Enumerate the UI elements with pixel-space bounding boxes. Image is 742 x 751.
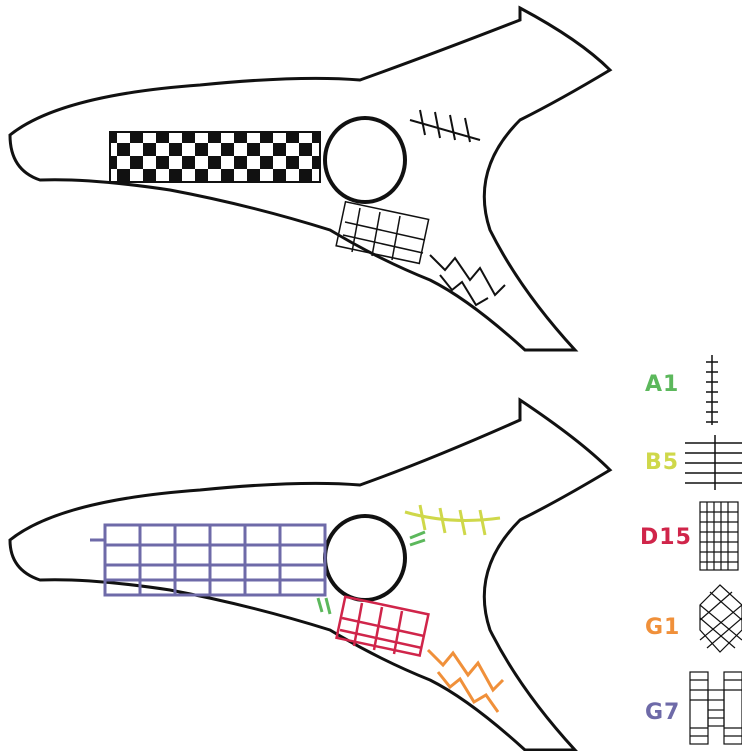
- crosshatch-grid-icon: [700, 502, 738, 570]
- top-eye-hole: [325, 118, 405, 202]
- legend-label-a1: A1: [645, 372, 679, 397]
- legend-label-g7: G7: [645, 700, 680, 725]
- diamond-net-icon: [700, 585, 742, 652]
- grid-lines-icon: [685, 435, 742, 490]
- legend-label-g1: G1: [645, 615, 680, 640]
- bottom-bone-drawing: [10, 400, 610, 750]
- top-bone-drawing: [10, 8, 610, 350]
- bottom-eye-hole: [325, 516, 405, 600]
- legend-label-b5: B5: [645, 450, 679, 475]
- legend-label-d15: D15: [640, 525, 692, 550]
- legend-swatches: [685, 355, 742, 744]
- bottom-bone-outline: [10, 400, 610, 750]
- top-checker-band: [110, 132, 320, 182]
- ladder-icon: [706, 355, 718, 425]
- checker-band-icon: [690, 672, 742, 744]
